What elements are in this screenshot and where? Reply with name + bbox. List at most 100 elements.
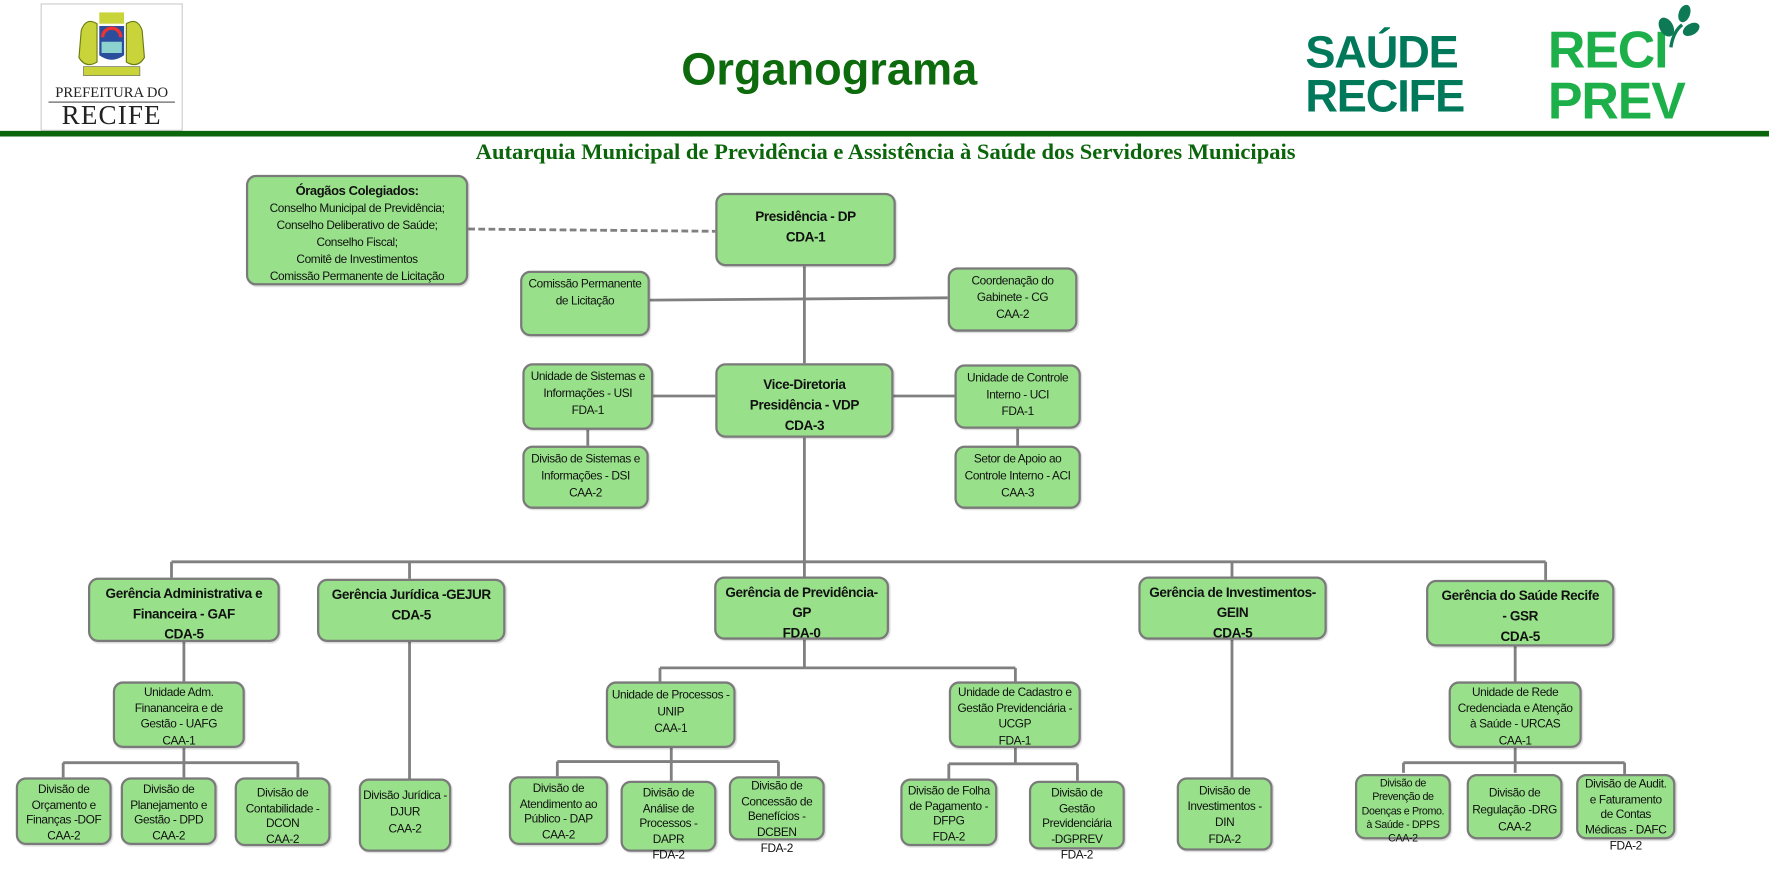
node-text-line: Finanças -DOF (26, 813, 102, 828)
node-text-line: CAA-2 (1498, 819, 1532, 834)
node-text-line: CDA-1 (785, 229, 826, 245)
node-text-line: Contabilidade - (245, 801, 320, 816)
node-djur: Divisão Jurídica - DJUR CAA-2 (358, 778, 452, 852)
node-text-line: Gabinete - CG (976, 290, 1049, 305)
node-text-line: FDA-1 (571, 403, 605, 418)
node-text-line: Doenças e Promo. (1361, 805, 1445, 818)
node-text-line: Investimentos - (1187, 800, 1262, 814)
node-text-line: Comissão Permanente (528, 277, 642, 292)
node-gein: Gerência de Investimentos- GEIN CDA-5 (1138, 576, 1327, 641)
node-text-line: Comitê de Investimentos (296, 252, 418, 267)
node-text-line: - GSR (1502, 608, 1539, 624)
node-text-line: Divisão de (1198, 784, 1251, 798)
node-gejur: Gerência Jurídica -GEJUR CDA-5 (317, 578, 506, 642)
node-text-line: Gerência Jurídica -GEJUR (331, 586, 491, 603)
node-orgaos-colegiados: Óragãos Colegiados: Conselho Municipal de… (245, 174, 469, 286)
node-text-line: CAA-2 (1388, 833, 1418, 846)
node-comissao-licitacao: Comissão Permanente de Licitação (520, 270, 650, 337)
page-subtitle: Autarquia Municipal de Previdência e Ass… (475, 139, 1296, 165)
node-text-line: Gestão - DPD (134, 813, 204, 828)
node-text-line: Médicas - DAFC (1585, 823, 1667, 838)
node-text-line: FDA-2 (1208, 832, 1242, 846)
node-text-line: FDA-2 (652, 847, 685, 862)
page-title: Organograma (681, 45, 978, 95)
node-text-line: CAA-2 (152, 829, 186, 843)
node-text-line: Gerência de Previdência- (725, 584, 878, 601)
node-text-line: CDA-5 (1500, 628, 1541, 645)
node-text-line: Divisão Jurídica - (363, 788, 447, 803)
reciprev-logo-line1: RECI (1547, 20, 1669, 79)
node-text-line: CAA-2 (388, 822, 422, 836)
node-text-line: Benefícios - (747, 810, 806, 824)
saude-logo-line2: RECIFE (1305, 72, 1465, 123)
node-text-line: Gestão Previdenciária - (957, 701, 1073, 716)
node-text-line: Divisão de (751, 779, 803, 794)
node-text-line: Conselho Deliberativo de Saúde; (276, 219, 438, 233)
node-text-line: DAPR (652, 832, 685, 847)
node-text-line: Divisão de Folha (907, 784, 990, 798)
node-text-line: Financeira - GAF (132, 605, 235, 622)
node-text-line: CAA-1 (162, 733, 196, 748)
node-text-line: Gerência de Investimentos- (1149, 584, 1316, 601)
node-text-line: Divisão de (256, 786, 309, 800)
node-text-line: CDA-5 (1212, 625, 1253, 641)
node-text-line: UCGP (998, 717, 1032, 732)
node-text-line: de Pagamento - (909, 799, 989, 814)
node-text-line: GEIN (1216, 604, 1249, 621)
node-text-line: Conselho Municipal de Previdência; (269, 202, 445, 216)
node-text-line: DJUR (390, 805, 421, 819)
node-text-line: Gestão - UAFG (140, 717, 218, 732)
node-text-line: CAA-3 (1001, 486, 1035, 500)
node-aci: Setor de Apoio ao Controle Interno - ACI C… (954, 445, 1081, 509)
node-text-line: CAA-2 (569, 486, 603, 500)
node-text-line: FDA-2 (932, 830, 966, 844)
header-divider (0, 130, 1769, 137)
node-text-line: Atendimento ao (519, 797, 598, 811)
node-text-line: de Licitação (555, 294, 615, 308)
node-text-line: Coordenação do (971, 274, 1054, 288)
node-text-line: Unidade de Sistemas e (530, 370, 646, 384)
node-text-line: UNIP (657, 705, 685, 719)
prefeitura-logo-line1: PREFEITURA DO (48, 83, 175, 103)
node-text-line: DCON (265, 817, 300, 831)
node-text-line: Planejamento e (130, 798, 208, 812)
node-text-line: CDA-5 (391, 606, 432, 623)
node-text-line: Setor de Apoio ao (973, 452, 1062, 466)
node-text-line: Público - DAP (524, 812, 593, 827)
node-text-line: Unidade de Rede (1472, 685, 1559, 700)
node-gsr: Gerência do Saúde Recife - GSR CDA-5 (1426, 579, 1615, 647)
node-text-line: Óragãos Colegiados: (295, 185, 419, 199)
node-text-line: DFPG (933, 814, 965, 829)
node-text-line: Divisão de (142, 782, 195, 797)
node-text-line: Divisão de (532, 781, 585, 796)
leaf-icon (1658, 4, 1700, 48)
node-text-line: e Faturamento (1589, 792, 1662, 807)
node-text-line: CAA-1 (1498, 733, 1532, 748)
node-text-line: Divisão de Sistemas e (531, 452, 640, 466)
node-text-line: Concessão de (741, 794, 813, 809)
coat-of-arms-icon (78, 12, 145, 76)
node-text-line: Controle Interno - ACI (964, 469, 1071, 483)
node-text-line: Divisão de (1379, 777, 1426, 790)
node-text-line: CAA-2 (541, 828, 575, 842)
node-text-line: Orçamento e (31, 798, 97, 812)
node-text-line: Gerência do Saúde Recife (1441, 587, 1600, 604)
node-text-line: Divisão de (38, 782, 90, 797)
node-text-line: GP (792, 604, 811, 621)
